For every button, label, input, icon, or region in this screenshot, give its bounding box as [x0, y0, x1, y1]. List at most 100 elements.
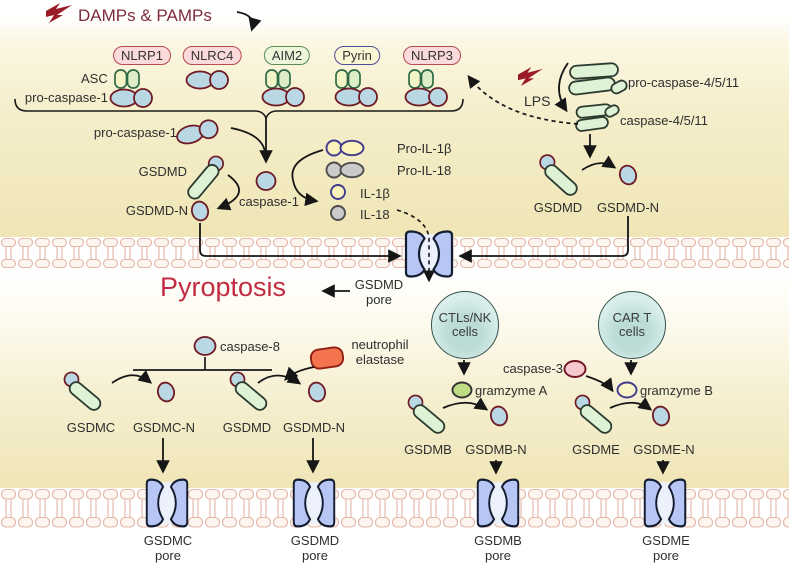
gsdmb-pore-line1: GSDMB: [474, 533, 522, 548]
gsdme-n-label: GSDME-N: [633, 442, 695, 457]
gsdmd-n-fragment: [190, 200, 210, 222]
gsdmd-molecule-bottom: [229, 371, 268, 411]
car-t-cell-label: CAR T cells: [613, 311, 652, 339]
il18-molecule: [330, 205, 346, 221]
gsdmd-n-fragment-bottom: [307, 381, 327, 403]
sensor-aim2-label: AIM2: [271, 48, 303, 63]
caspase1-label: caspase-1: [239, 194, 299, 209]
caspase3-label: caspase-3: [503, 361, 563, 376]
sensor-nlrc4: NLRC4: [182, 46, 242, 65]
gsdmb-label: GSDMB: [404, 442, 452, 457]
gsdmc-pore-membrane: [145, 478, 189, 528]
caspase8-fork: [133, 357, 272, 371]
pro-caspase-1-dimer: [404, 87, 448, 107]
arrow-gsdmc-cleavage: [111, 369, 153, 384]
arrow-gsdmdn-left-to-pore: [199, 223, 402, 263]
gsdme-n-fragment: [651, 405, 671, 427]
sensor-pyrin: Pyrin: [334, 46, 380, 65]
ctl-nk-cell: CTLs/NK cells: [431, 291, 499, 359]
neutrophil-elastase-molecule: [309, 346, 345, 370]
neutrophil-elastase-label: neutrophil elastase: [351, 337, 408, 367]
sensor-aim2: AIM2: [263, 46, 311, 65]
asc-dimer: [408, 69, 434, 89]
extracellular-background: [0, 529, 789, 572]
gsdmb-molecule: [407, 394, 446, 434]
gsdmd-molecule: [187, 155, 225, 200]
gsdme-pore-membrane: [643, 478, 687, 528]
free-pro-caspase-1: [173, 117, 221, 148]
gsdmd-pore-label-line1: GSDMD: [354, 277, 404, 292]
gsdmd-label-left: GSDMD: [138, 164, 187, 179]
asc-dimer: [265, 69, 291, 89]
gsdmd-pore-label-bottom: GSDMD pore: [291, 533, 339, 563]
gsdmc-n-label: GSDMC-N: [132, 420, 196, 435]
cytosol-background-top: [0, 0, 789, 237]
gsdmd-label-bottom: GSDMD: [222, 420, 272, 435]
gsdmd-n-fragment-right: [618, 164, 638, 186]
lipid-bilayer-top: [0, 237, 789, 269]
arrow-gsdmd-cleavage-bottom: [257, 371, 302, 385]
sensor-pyrin-label: Pyrin: [342, 48, 372, 63]
il1b-label: IL-1β: [360, 186, 390, 201]
gsdmc-pore-line2: pore: [154, 548, 182, 563]
ctl-nk-cell-label: CTLs/NK cells: [439, 311, 492, 339]
pro-caspase-1-dimer: [334, 87, 378, 107]
gsdmc-n-fragment: [156, 381, 176, 403]
sensor-nlrp3-label: NLRP3: [411, 48, 453, 63]
lps-label: LPS: [524, 93, 551, 109]
gsdmd-n-label-left: GSDMD-N: [125, 203, 188, 218]
caspase-8-molecule: [193, 336, 217, 356]
pro-il18-molecule: [325, 161, 365, 179]
lightning-icon: [518, 67, 543, 86]
granzyme-b-molecule: [616, 381, 638, 399]
arrow-gsdmdn-right-to-pore: [458, 216, 629, 263]
gsdmc-label: GSDMC: [66, 420, 116, 435]
arrow-gsdmd-cleavage-right: [581, 155, 617, 171]
il1b-molecule: [330, 184, 346, 200]
asc-dimer: [114, 69, 140, 89]
pro-caspase4511-label: pro-caspase-4/5/11: [628, 75, 740, 90]
arrow-il-maturation: [291, 149, 324, 207]
gsdmd-n-label-right: GSDMD-N: [596, 200, 660, 215]
arrow-caspase4511-to-nlrp3-dashed: [467, 74, 579, 125]
asc-dimer: [335, 69, 361, 89]
ctl-label-line2: cells: [451, 324, 478, 339]
gsdmd-label-right: GSDMD: [533, 200, 583, 215]
gsdmd-pore-label: GSDMD pore: [355, 277, 403, 307]
gsdme-pore-line1: GSDME: [642, 533, 690, 548]
caspase-4-5-11-stack: [575, 103, 620, 132]
sensor-nlrp1: NLRP1: [113, 46, 171, 65]
gsdme-molecule: [574, 394, 613, 434]
caspase-1-molecule: [255, 171, 277, 191]
ctl-label-line1: CTLs/NK: [438, 310, 492, 325]
gsdmd-molecule-right: [539, 154, 578, 196]
caspase-3-molecule: [563, 360, 587, 378]
gsdmc-pore-label: GSDMC pore: [144, 533, 192, 563]
pro-caspase1-row-label: pro-caspase-1: [24, 90, 108, 105]
sensor-nlrp1-label: NLRP1: [121, 48, 163, 63]
arrow-gsdmb-cleavage: [442, 397, 489, 411]
granzyme-b-label: gramzyme B: [640, 383, 713, 398]
pro-caspase-4-5-11-stack: [568, 62, 628, 96]
gsdmb-n-fragment: [489, 405, 509, 427]
cart-label-line2: cells: [618, 324, 645, 339]
arrow-damps-to-sensors: [236, 11, 262, 32]
il18-label: IL-18: [360, 207, 390, 222]
gsdmb-pore-line2: pore: [484, 548, 512, 563]
arrow-lps-activation: [554, 62, 569, 113]
pro-caspase-1-dimer: [185, 70, 229, 90]
gsdmd-pore-bottom-line2: pore: [301, 548, 329, 563]
gsdmb-n-label: GSDMB-N: [465, 442, 527, 457]
gsdmb-pore-label: GSDMB pore: [474, 533, 522, 563]
cart-label-line1: CAR T: [612, 310, 652, 325]
pro-caspase-1-dimer: [109, 88, 153, 108]
granzyme-a-label: gramzyme A: [475, 383, 548, 398]
caspase4511-label: caspase-4/5/11: [620, 113, 708, 128]
stimulus-label: DAMPs & PAMPs: [78, 6, 212, 25]
granzyme-a-molecule: [451, 381, 473, 399]
sensor-nlrp3: NLRP3: [403, 46, 461, 65]
lightning-icon: [46, 3, 72, 23]
arrow-caspase3-to-granzymeB: [585, 375, 614, 393]
gsdmd-pore-membrane-bottom: [292, 478, 336, 528]
pro-caspase1-label: pro-caspase-1: [93, 125, 177, 140]
